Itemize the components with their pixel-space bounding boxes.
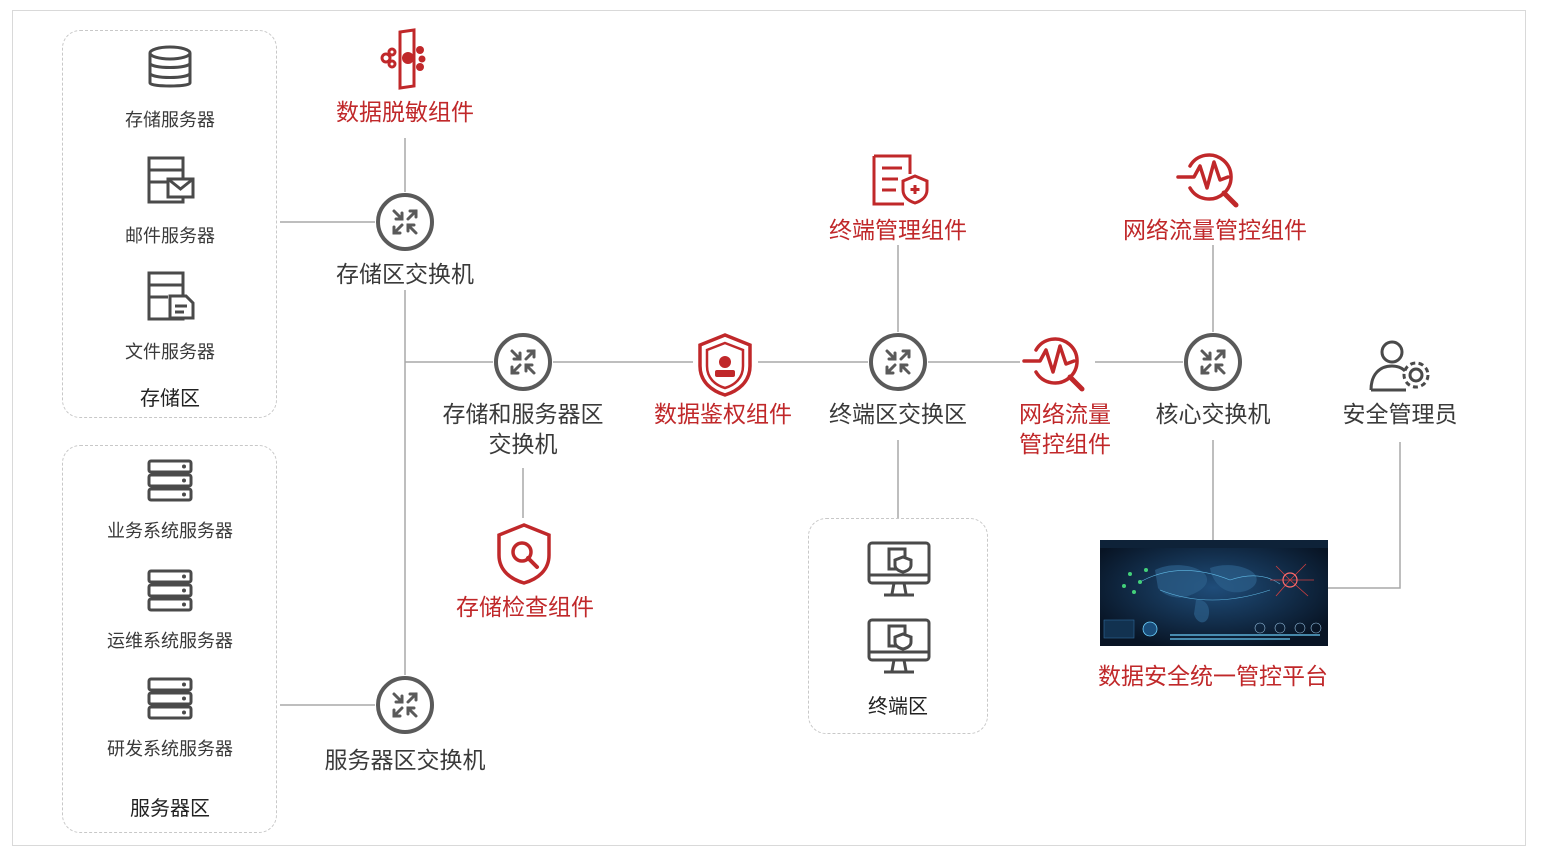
platform-label: 数据安全统一管控平台: [1098, 664, 1328, 690]
core-switch-label: 核心交换机: [1155, 402, 1271, 428]
database-icon: [148, 45, 192, 88]
platform-dashboard-image: [1100, 540, 1328, 646]
traffic-top-label: 网络流量管控组件: [1123, 218, 1307, 244]
storage-zone-title: 存储区: [140, 386, 200, 410]
storage-switch-label: 存储区交换机: [336, 262, 474, 288]
storage-server-switch-icon: [494, 333, 552, 391]
server-rack-icon: [147, 459, 193, 502]
storage-server-switch-label-line2: 交换机: [488, 432, 558, 458]
traffic-mid-label-line1: 网络流量: [1019, 402, 1111, 428]
server-rack-icon: [147, 677, 193, 720]
file-server-label: 文件服务器: [125, 342, 215, 363]
monitor-icon: [867, 541, 931, 597]
monitor-icon: [867, 618, 931, 674]
server-zone-title: 服务器区: [130, 796, 210, 820]
traffic-mid-label-line2: 管控组件: [1019, 432, 1111, 458]
mail-server-label: 邮件服务器: [125, 226, 215, 247]
traffic-monitor-icon: [1176, 153, 1239, 208]
server-rack-icon: [147, 569, 193, 612]
storage-zone: [62, 30, 277, 418]
terminal-zone: [808, 518, 988, 734]
data-auth-shield-icon: [698, 333, 752, 397]
file-server-icon: [147, 271, 195, 321]
admin-label: 安全管理员: [1342, 402, 1458, 428]
data-auth-label: 数据鉴权组件: [654, 402, 792, 428]
admin-user-gear-icon: [1369, 340, 1430, 392]
server-switch-label: 服务器区交换机: [324, 748, 486, 774]
server-switch-icon: [376, 676, 434, 734]
terminal-switch-icon: [869, 333, 927, 391]
terminal-switch-label: 终端区交换区: [829, 402, 967, 428]
server-zone: [62, 445, 277, 833]
mail-server-icon: [147, 156, 195, 204]
core-switch-icon: [1184, 333, 1242, 391]
terminal-mgmt-label: 终端管理组件: [829, 218, 967, 244]
terminal-mgmt-icon: [872, 154, 929, 206]
traffic-monitor-icon: [1022, 337, 1085, 392]
storage-check-icon: [497, 523, 551, 585]
storage-server-switch-label-line1: 存储和服务器区: [442, 402, 604, 428]
storage-server-label: 存储服务器: [125, 110, 215, 131]
ops-server-label: 运维系统服务器: [107, 631, 233, 652]
storage-check-label: 存储检查组件: [456, 595, 594, 621]
rd-server-label: 研发系统服务器: [107, 739, 233, 760]
terminal-zone-title: 终端区: [868, 694, 928, 718]
diagram-frame: [12, 10, 1526, 846]
data-masking-label: 数据脱敏组件: [336, 100, 474, 126]
storage-switch-icon: [376, 193, 434, 251]
data-masking-icon: [380, 28, 426, 90]
business-server-label: 业务系统服务器: [107, 521, 233, 542]
